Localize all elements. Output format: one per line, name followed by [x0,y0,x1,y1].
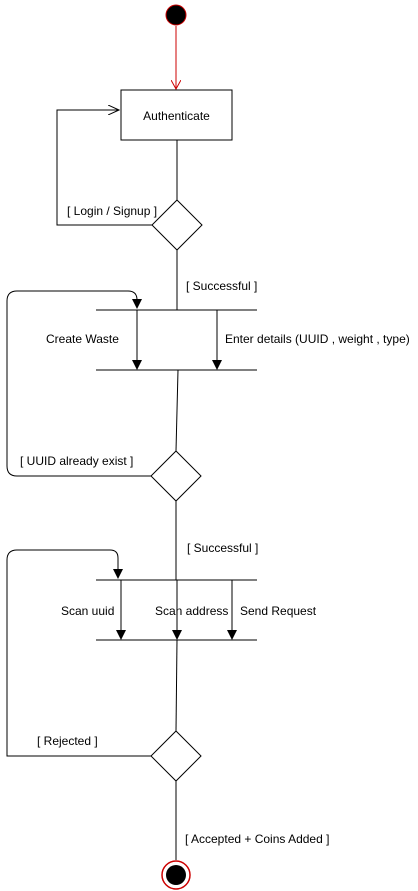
waste-decision-node [150,450,202,502]
guard-rejected: [ Rejected ] [37,734,98,748]
scan-address-label: Scan address [155,604,228,618]
join2-to-decision-edge [175,639,178,732]
guard-successful-1: [ Successful ] [186,279,257,293]
enter-details-label: Enter details (UUID , weight , type) [225,332,410,346]
guard-accepted: [ Accepted + Coins Added ] [185,832,329,846]
guard-successful-2: [ Successful ] [187,541,258,555]
authenticate-label: Authenticate [143,109,210,123]
end-node [166,865,186,885]
guard-login-signup: [ Login / Signup ] [67,204,157,218]
uuid-exists-loop-edge [6,290,151,477]
login-signup-loop-edge [56,110,152,226]
auth-decision-node [151,199,203,251]
request-decision-node [150,730,202,782]
guard-uuid-exists: [ UUID already exist ] [20,454,133,468]
join1-to-decision-edge [175,369,179,452]
rejected-loop-edge [6,549,151,757]
start-node [165,4,187,26]
create-waste-label: Create Waste [46,332,119,346]
send-request-label: Send Request [240,604,317,618]
scan-uuid-label: Scan uuid [61,604,114,618]
